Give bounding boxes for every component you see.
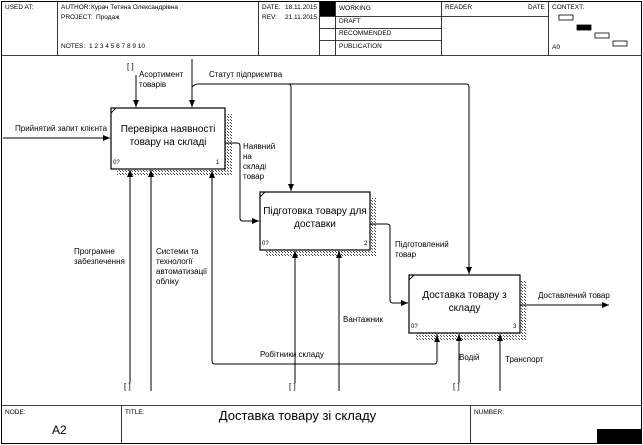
arrow-transport[interactable]: Транспорт	[505, 355, 544, 364]
arrow-driver[interactable]: Водій	[459, 353, 480, 362]
diagram-title: Доставка товару зі складу	[218, 408, 377, 423]
arrows	[3, 59, 609, 391]
rev-label: REV:	[262, 14, 277, 21]
arrow-systems[interactable]: Системи та технології автоматизації облі…	[156, 247, 208, 286]
box2-number: 2	[364, 241, 368, 247]
author-value: Курач Тетяна Олександрівна	[91, 4, 179, 11]
node-label: NODE:	[5, 409, 26, 416]
notes-value: 1 2 3 4 5 6 7 8 9 10	[89, 43, 146, 50]
author-label: AUTHOR:	[61, 4, 91, 11]
box1-number: 1	[216, 160, 220, 166]
arrow-assortment[interactable]: Асортимент товарів	[139, 70, 184, 89]
context-thumbnail	[558, 14, 628, 47]
project-label: PROJECT:	[61, 14, 93, 21]
date-label: DATE:	[262, 4, 281, 11]
tunnel-mark-assortment: [ ]	[127, 62, 134, 71]
rev-value: 21.11.2015	[285, 14, 318, 21]
context-node: A0	[552, 44, 560, 51]
status-draft: DRAFT	[339, 18, 361, 25]
used-at-label: USED AT:	[5, 4, 34, 11]
arrow-status[interactable]: Статут підприємтва	[209, 70, 283, 79]
box3-cost: 0?	[411, 324, 418, 330]
date-value: 18.11.2015	[285, 4, 318, 11]
arrow-workers[interactable]: Робітники складу	[260, 350, 324, 359]
number-label: NUMBER:	[474, 409, 504, 416]
status-publication: PUBLICATION	[339, 43, 382, 50]
box1-title[interactable]: Перевірка наявності товару на складі	[120, 124, 216, 148]
reader-date-label: DATE	[528, 4, 545, 11]
activity-boxes	[110, 107, 521, 334]
status-marker	[320, 2, 335, 16]
arrow-loader[interactable]: Вантажник	[343, 315, 383, 324]
box1-cost: 0?	[113, 160, 120, 166]
arrow-delivered[interactable]: Доставлений товар	[538, 291, 610, 300]
header-grid	[1, 1, 642, 56]
arrow-software[interactable]: Програмне забезпечення	[74, 247, 125, 266]
arrow-prepared[interactable]: Підготовлений товар	[395, 240, 449, 259]
status-recommended: RECOMMENDED	[339, 30, 392, 37]
title-label: TITLE:	[125, 409, 145, 416]
arrow-input-request[interactable]: Прийнятий запит клієнта	[15, 124, 108, 133]
tunnel-mark-software: [ ]	[124, 382, 131, 391]
box2-cost: 0?	[262, 241, 269, 247]
arrow-available[interactable]: Наявний на складі товар	[243, 142, 276, 181]
node-value: A2	[52, 423, 67, 437]
box2-title[interactable]: Підготовка товару для доставки	[263, 206, 367, 230]
box3-title[interactable]: Доставка товару з складу	[422, 290, 507, 314]
box3-number: 3	[513, 324, 517, 330]
footer-marker	[597, 429, 641, 443]
footer-grid	[1, 405, 642, 444]
status-working: WORKING	[339, 5, 371, 12]
reader-label: READER	[445, 4, 473, 11]
tunnel-mark-driver: [ ]	[453, 382, 460, 391]
context-label: CONTEXT:	[552, 4, 585, 11]
notes-label: NOTES:	[61, 43, 86, 50]
tunnel-mark-loader: [ ]	[289, 382, 296, 391]
project-value: Продаж	[96, 14, 120, 21]
